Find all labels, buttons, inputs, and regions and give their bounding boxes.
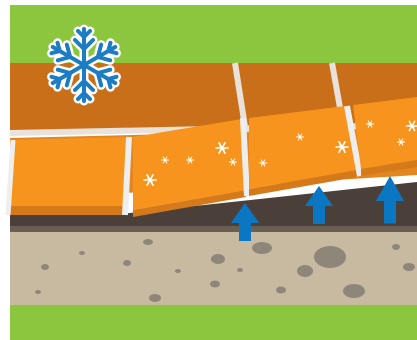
slab-left — [10, 137, 132, 206]
grass-bottom — [10, 305, 417, 340]
heaved-slab-3 — [353, 97, 417, 169]
slab-left-edge — [10, 206, 126, 215]
slab-left-joint — [125, 137, 129, 215]
heaved-joint-1 — [243, 118, 247, 196]
